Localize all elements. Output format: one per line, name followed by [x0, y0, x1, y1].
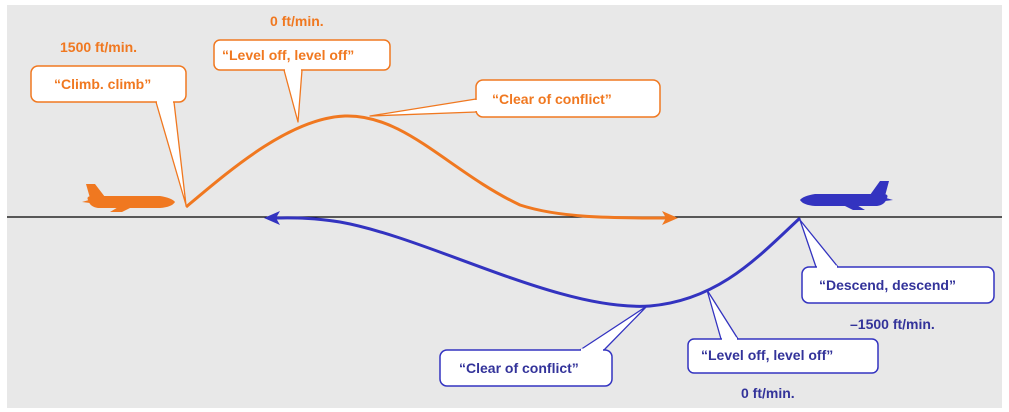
blue-descend-rate: –1500 ft/min. — [850, 316, 935, 332]
callout-descend-text: “Descend, descend” — [819, 277, 956, 293]
blue-trajectory — [273, 216, 802, 308]
orange-arrowhead — [662, 211, 678, 225]
blue-aircraft-icon — [800, 181, 893, 210]
callout-blue-level-off-text: “Level off, level off” — [701, 347, 834, 363]
orange-level-rate: 0 ft/min. — [270, 13, 324, 29]
orange-climb-rate: 1500 ft/min. — [60, 39, 138, 55]
callout-climb — [30, 65, 187, 206]
callout-climb-text: “Climb. climb” — [54, 76, 152, 92]
callout-blue-level-off — [687, 289, 879, 374]
orange-trajectory — [185, 114, 669, 220]
blue-level-rate: 0 ft/min. — [741, 385, 795, 401]
orange-aircraft-icon — [82, 184, 175, 212]
callout-blue-clear — [439, 305, 648, 387]
callout-orange-level-off — [213, 39, 391, 123]
callout-blue-clear-text: “Clear of conflict” — [459, 360, 579, 376]
callout-orange-level-off-text: “Level off, level off” — [222, 47, 355, 63]
callout-orange-clear-text: “Clear of conflict” — [492, 91, 612, 107]
blue-arrowhead — [264, 211, 280, 225]
callout-descend — [799, 219, 995, 304]
callout-orange-clear — [369, 79, 661, 118]
